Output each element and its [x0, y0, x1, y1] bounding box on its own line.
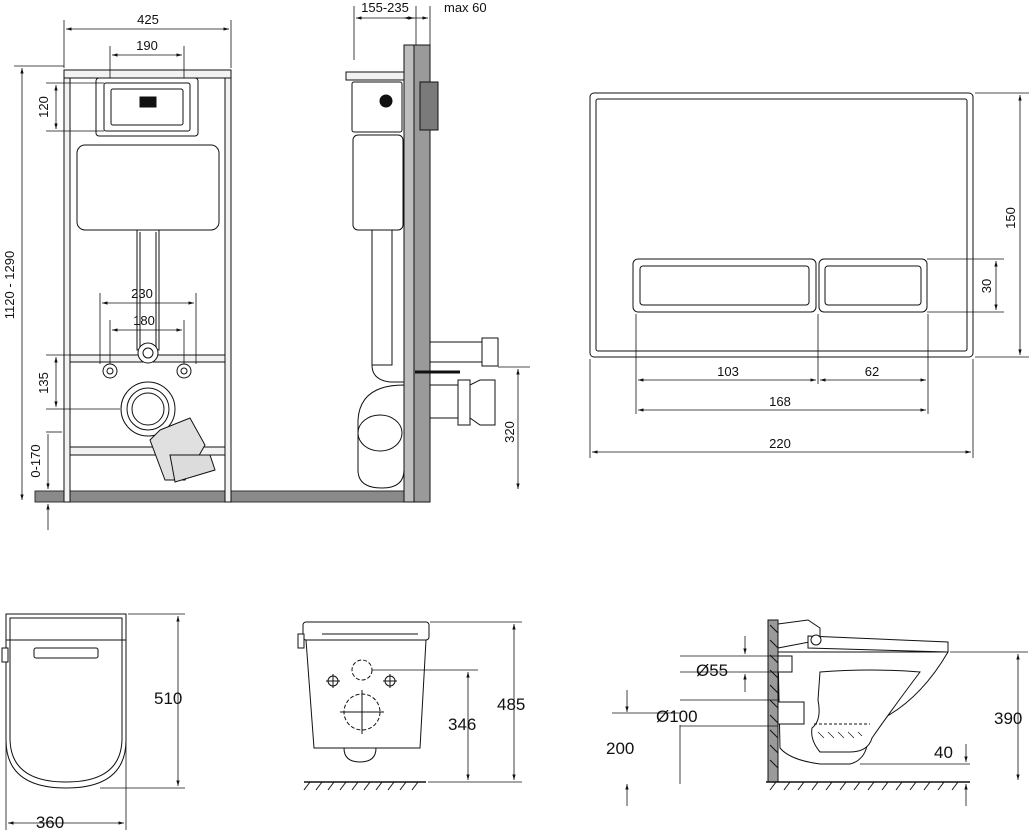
frame-front-view — [34, 69, 421, 503]
dim-stud-height-346: 346 — [448, 715, 476, 734]
dim-button-left-width: 103 — [717, 364, 739, 379]
dim-floor-offset: 0-170 — [28, 444, 43, 477]
dim-plate-height: 150 — [1003, 207, 1018, 229]
bowl-rear-dimensions — [372, 621, 522, 783]
side-inlet — [429, 341, 491, 363]
frame-side-view — [345, 44, 499, 503]
dim-wall-depth: 155-235 — [361, 0, 409, 15]
dim-pipe-diameter-55: Ø55 — [696, 661, 728, 680]
dim-rim-offset-40: 40 — [934, 743, 953, 762]
side-drain-pipe — [777, 701, 805, 725]
side-flush-pipe — [371, 229, 393, 366]
dim-plate-width: 220 — [769, 436, 791, 451]
side-inlet-pipe — [777, 655, 793, 673]
flush-plate — [589, 92, 974, 358]
stud-left — [102, 363, 118, 379]
frame-top-rail — [63, 69, 232, 79]
side-top-bracket — [345, 71, 405, 81]
frame-front-dimensions — [14, 20, 232, 530]
dim-panel-height: 120 — [36, 96, 51, 118]
dim-bowl-length: 510 — [154, 689, 182, 708]
flush-plate-body — [589, 92, 974, 358]
bowl-rear-body — [305, 639, 427, 749]
side-cistern — [352, 134, 404, 231]
hinge-cover — [33, 647, 99, 659]
inlet-connector — [137, 342, 159, 364]
drain-outlet — [120, 381, 176, 437]
flush-valve — [139, 96, 157, 108]
dim-stud-230: 230 — [131, 286, 153, 301]
side-valve-box — [351, 81, 403, 133]
flush-button-large — [632, 258, 817, 313]
dim-stud-180: 180 — [133, 313, 155, 328]
frame-post-left — [63, 69, 71, 503]
dim-buttons-total-width: 168 — [769, 394, 791, 409]
frame-low-rail — [69, 446, 226, 456]
dim-button-height: 30 — [979, 279, 994, 293]
dim-bowl-height-485: 485 — [497, 695, 525, 714]
flush-button-small — [818, 258, 928, 313]
bowl-side-view — [766, 619, 970, 791]
dim-button-right-width: 62 — [865, 364, 879, 379]
dim-frame-top-span: 190 — [136, 38, 158, 53]
bowl-top-dimensions — [5, 613, 185, 830]
frame-side-dimensions — [353, 6, 530, 489]
dim-bowl-width: 360 — [36, 813, 64, 831]
dim-frame-height: 1120 - 1290 — [2, 251, 17, 319]
dim-wall-max: max 60 — [444, 0, 487, 15]
bowl-top-view — [1, 613, 127, 789]
seat-side — [807, 635, 949, 653]
dim-drain-height: 320 — [502, 421, 517, 443]
cistern — [76, 144, 220, 231]
seat-rear — [302, 621, 430, 641]
dim-drain-height-200: 200 — [606, 739, 634, 758]
stud-right — [176, 363, 192, 379]
flush-plate-dimensions — [589, 92, 1029, 458]
dim-bowl-height-390: 390 — [994, 709, 1022, 728]
dim-outlet-height: 135 — [36, 372, 51, 394]
bowl-rear-view — [297, 621, 430, 791]
bowl-side-dimensions — [612, 636, 1028, 806]
dim-pipe-diameter-100: Ø100 — [656, 707, 698, 726]
side-wall-section — [767, 619, 779, 783]
frame-post-right — [224, 69, 232, 503]
dim-frame-width: 425 — [137, 12, 159, 27]
wall-plate — [419, 81, 439, 131]
